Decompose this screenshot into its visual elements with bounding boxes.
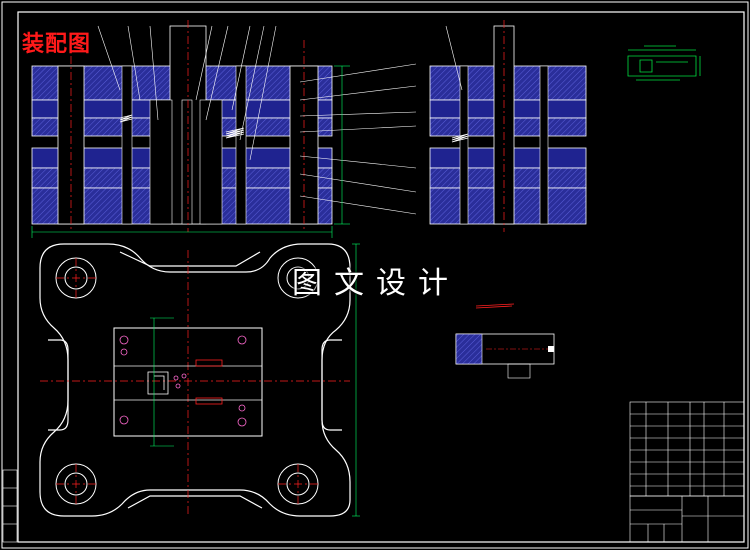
leader-lines xyxy=(97,25,417,215)
plan-dimensions xyxy=(150,243,360,517)
watermark-text: 图文设计 xyxy=(292,266,460,301)
strip-layout xyxy=(455,303,555,379)
assembly-title: 装配图 xyxy=(22,32,92,57)
part-drawing xyxy=(627,45,701,81)
die-set-outline xyxy=(39,243,351,517)
parts-list xyxy=(629,401,745,497)
plan-view xyxy=(39,243,360,517)
plan-centerlines xyxy=(40,250,350,515)
springs xyxy=(119,114,245,139)
die-block xyxy=(113,327,263,437)
title-block xyxy=(629,495,745,543)
front-section-view xyxy=(31,20,417,238)
side-section-view xyxy=(429,20,587,232)
punches xyxy=(121,65,247,225)
centerlines xyxy=(70,20,305,232)
height-dimension xyxy=(31,65,350,238)
